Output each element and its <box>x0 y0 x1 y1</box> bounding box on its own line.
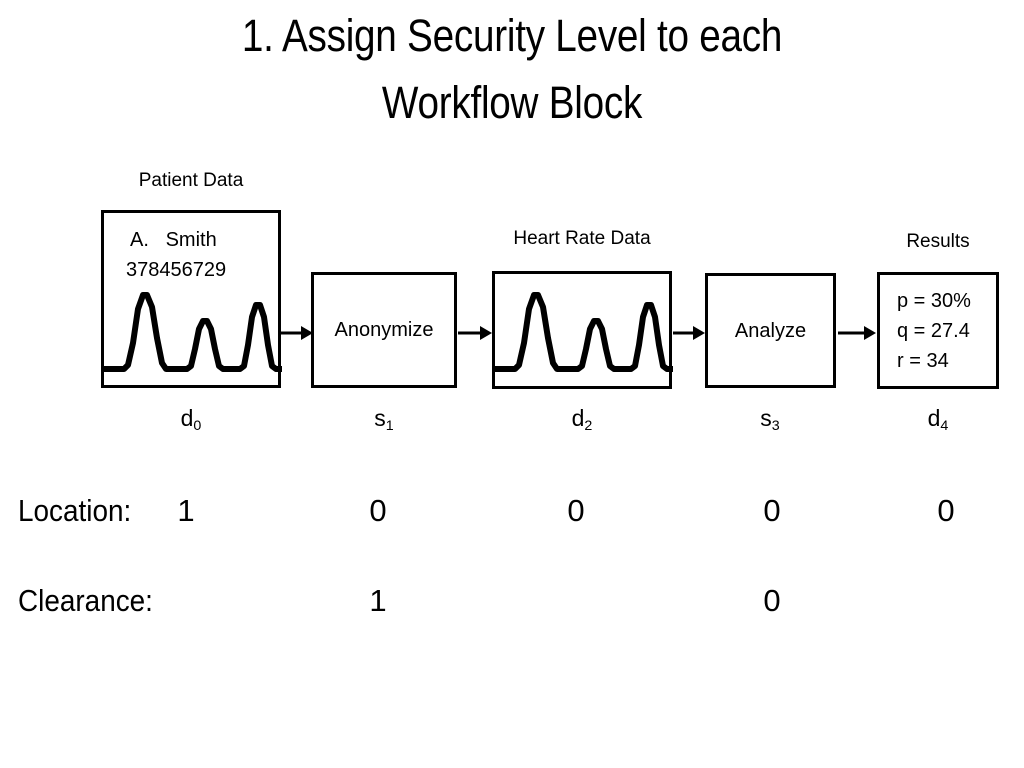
clearance-value-s1: 1 <box>369 583 387 618</box>
location-value-d2: 0 <box>567 493 585 528</box>
node-results[interactable]: p = 30% q = 27.4 r = 34 <box>877 272 999 389</box>
node-text-name: A. Smith <box>130 229 217 251</box>
node-text-id: 378456729 <box>126 259 227 281</box>
sub-label-d2-index: 2 <box>584 417 593 434</box>
sub-label-s1-index: 1 <box>385 417 394 434</box>
node-label-anonymize: Anonymize <box>334 319 434 341</box>
row-label-clearance: Clearance: <box>18 583 153 618</box>
sub-label-d4: d4 <box>888 405 988 435</box>
node-analyze[interactable]: Analyze <box>705 273 836 388</box>
waveform-patient-data <box>102 283 282 383</box>
sub-label-d4-base: d <box>927 405 941 431</box>
clearance-value-s3: 0 <box>763 583 781 618</box>
sub-label-d2: d2 <box>532 405 632 435</box>
sub-label-s1: s1 <box>334 405 434 435</box>
node-anonymize[interactable]: Anonymize <box>311 272 457 388</box>
result-line-p: p = 30% <box>897 290 971 312</box>
sub-label-d0-index: 0 <box>193 417 202 434</box>
node-heart-rate-data[interactable] <box>492 271 673 389</box>
result-line-r: r = 34 <box>897 350 949 372</box>
caption-heart-rate-data: Heart Rate Data <box>513 228 651 249</box>
location-value-s3: 0 <box>763 493 781 528</box>
location-value-s1: 0 <box>369 493 387 528</box>
sub-label-d0: d0 <box>141 405 241 435</box>
node-patient-data[interactable]: A. Smith 378456729 <box>101 210 282 388</box>
arrow-s3-to-d4 <box>838 322 876 344</box>
sub-label-d4-index: 4 <box>940 417 949 434</box>
location-value-d4: 0 <box>937 493 955 528</box>
result-line-q: q = 27.4 <box>897 320 970 342</box>
page-title: 1. Assign Security Level to each Workflo… <box>241 10 783 128</box>
arrow-s1-to-d2 <box>458 322 492 344</box>
node-label-analyze: Analyze <box>734 319 807 342</box>
sub-label-s1-base: s <box>374 405 386 431</box>
arrow-d2-to-s3 <box>673 322 705 344</box>
arrow-d0-to-s1 <box>281 322 313 344</box>
sub-label-s3-index: 3 <box>771 417 780 434</box>
sub-label-s3-base: s <box>760 405 772 431</box>
waveform-heart-rate-data <box>493 283 673 383</box>
caption-patient-data: Patient Data <box>138 170 244 191</box>
sub-label-s3: s3 <box>720 405 820 435</box>
sub-label-d2-base: d <box>571 405 585 431</box>
caption-results: Results <box>906 231 970 252</box>
sub-label-d0-base: d <box>180 405 194 431</box>
location-value-d0: 1 <box>177 493 195 528</box>
row-label-location: Location: <box>18 493 132 528</box>
